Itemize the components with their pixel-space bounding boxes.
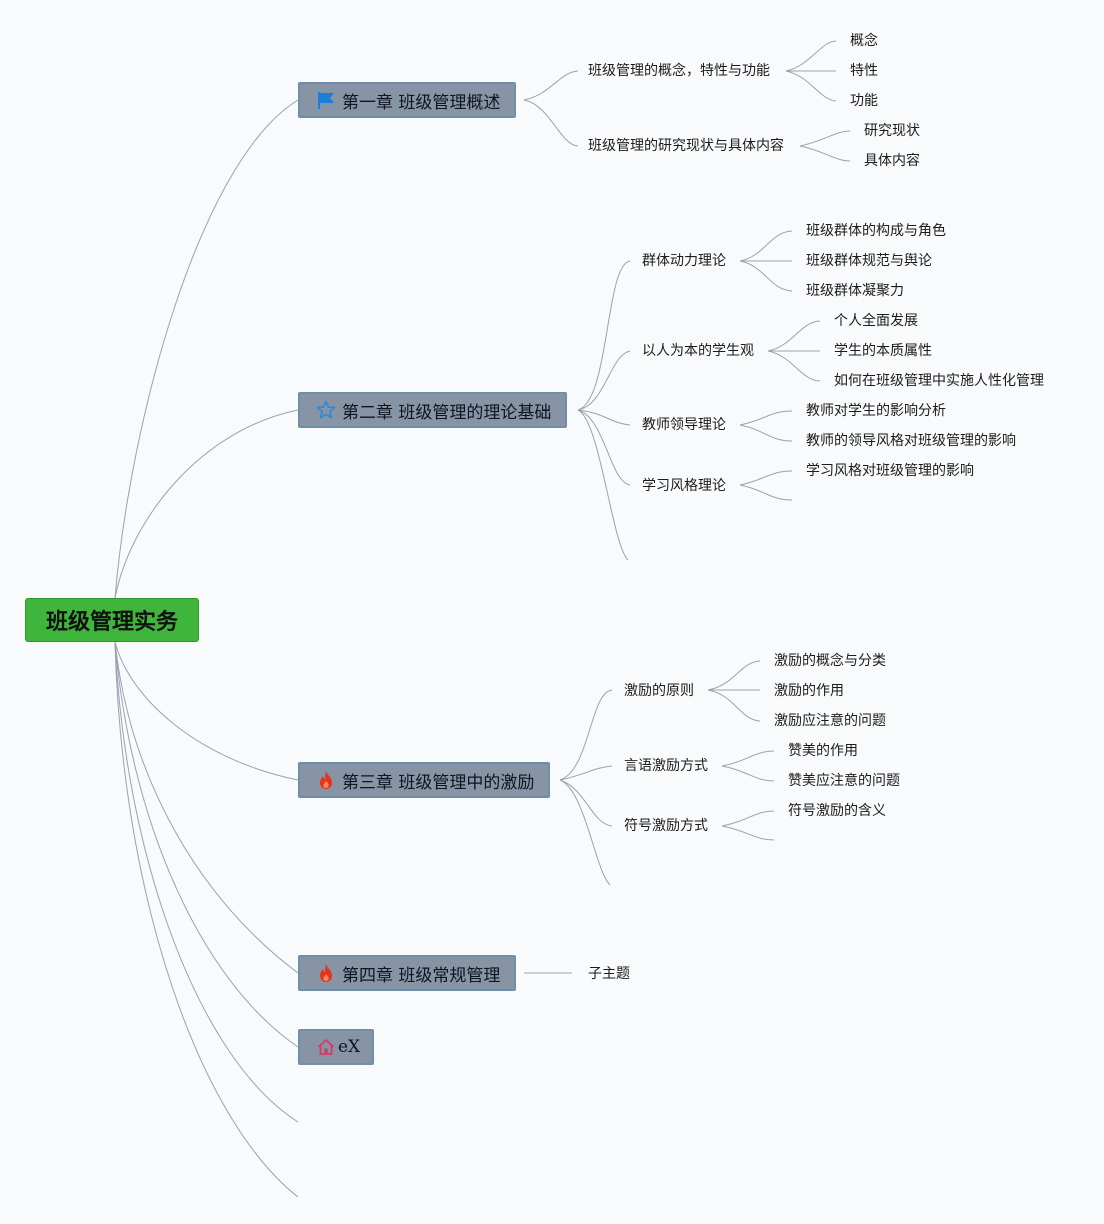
subtopic-2-2-1[interactable]: 个人全面发展 [834,313,918,329]
chapter-2-node[interactable]: 第二章 班级管理的理论基础 [298,392,568,428]
subtopic-2-1-2[interactable]: 班级群体规范与舆论 [806,253,932,269]
topic-3-3[interactable]: 符号激励方式 [624,818,708,834]
subtopic-2-1-1[interactable]: 班级群体的构成与角色 [806,223,946,239]
chapter-3-node[interactable]: 第三章 班级管理中的激励 [298,762,551,798]
subtopic-1-1-3[interactable]: 功能 [850,93,878,109]
topic-2-4[interactable]: 学习风格理论 [642,478,726,494]
chapter-4-label: 第四章 班级常规管理 [342,965,501,986]
star-icon [316,400,336,420]
subtopic-3-1-2[interactable]: 激励的作用 [774,683,844,699]
topic-2-2[interactable]: 以人为本的学生观 [642,343,754,359]
topic-2-1[interactable]: 群体动力理论 [642,253,726,269]
subtopic-2-1-3[interactable]: 班级群体凝聚力 [806,283,904,299]
subtopic-2-2-2[interactable]: 学生的本质属性 [834,343,932,359]
root-topic-label: 班级管理实务 [45,610,178,635]
topic-4-1[interactable]: 子主题 [588,966,630,982]
topic-3-1[interactable]: 激励的原则 [624,683,694,699]
chapter-3-label: 第三章 班级管理中的激励 [342,772,535,793]
topic-3-2[interactable]: 言语激励方式 [624,758,708,774]
subtopic-1-1-2[interactable]: 特性 [850,63,878,79]
subtopic-3-1-3[interactable]: 激励应注意的问题 [774,713,886,729]
home-icon [316,1037,336,1057]
chapter-4-node[interactable]: 第四章 班级常规管理 [298,955,517,991]
chapter-ex-label: eX [338,1037,361,1057]
subtopic-3-1-1[interactable]: 激励的概念与分类 [774,653,886,669]
subtopic-3-2-2[interactable]: 赞美应注意的问题 [788,773,900,789]
chapter-ex-node[interactable]: eX [298,1029,375,1065]
topic-1-1[interactable]: 班级管理的概念，特性与功能 [588,63,770,79]
flag-icon [316,90,336,110]
subtopic-2-2-3[interactable]: 如何在班级管理中实施人性化管理 [834,373,1044,389]
fire-icon [316,770,336,790]
fire-icon [316,963,336,983]
root-topic[interactable]: 班级管理实务 [25,598,199,642]
chapter-2-label: 第二章 班级管理的理论基础 [342,402,552,423]
chapter-1-node[interactable]: 第一章 班级管理概述 [298,82,517,118]
subtopic-2-3-1[interactable]: 教师对学生的影响分析 [806,403,946,419]
subtopic-1-1-1[interactable]: 概念 [850,33,878,49]
chapter-1-label: 第一章 班级管理概述 [342,92,501,113]
subtopic-2-4-1[interactable]: 学习风格对班级管理的影响 [806,463,974,479]
subtopic-1-2-1[interactable]: 研究现状 [864,123,920,139]
subtopic-1-2-2[interactable]: 具体内容 [864,153,920,169]
subtopic-3-3-1[interactable]: 符号激励的含义 [788,803,886,819]
subtopic-2-3-2[interactable]: 教师的领导风格对班级管理的影响 [806,433,1016,449]
topic-2-3[interactable]: 教师领导理论 [642,417,726,433]
subtopic-3-2-1[interactable]: 赞美的作用 [788,743,858,759]
topic-1-2[interactable]: 班级管理的研究现状与具体内容 [588,138,784,154]
